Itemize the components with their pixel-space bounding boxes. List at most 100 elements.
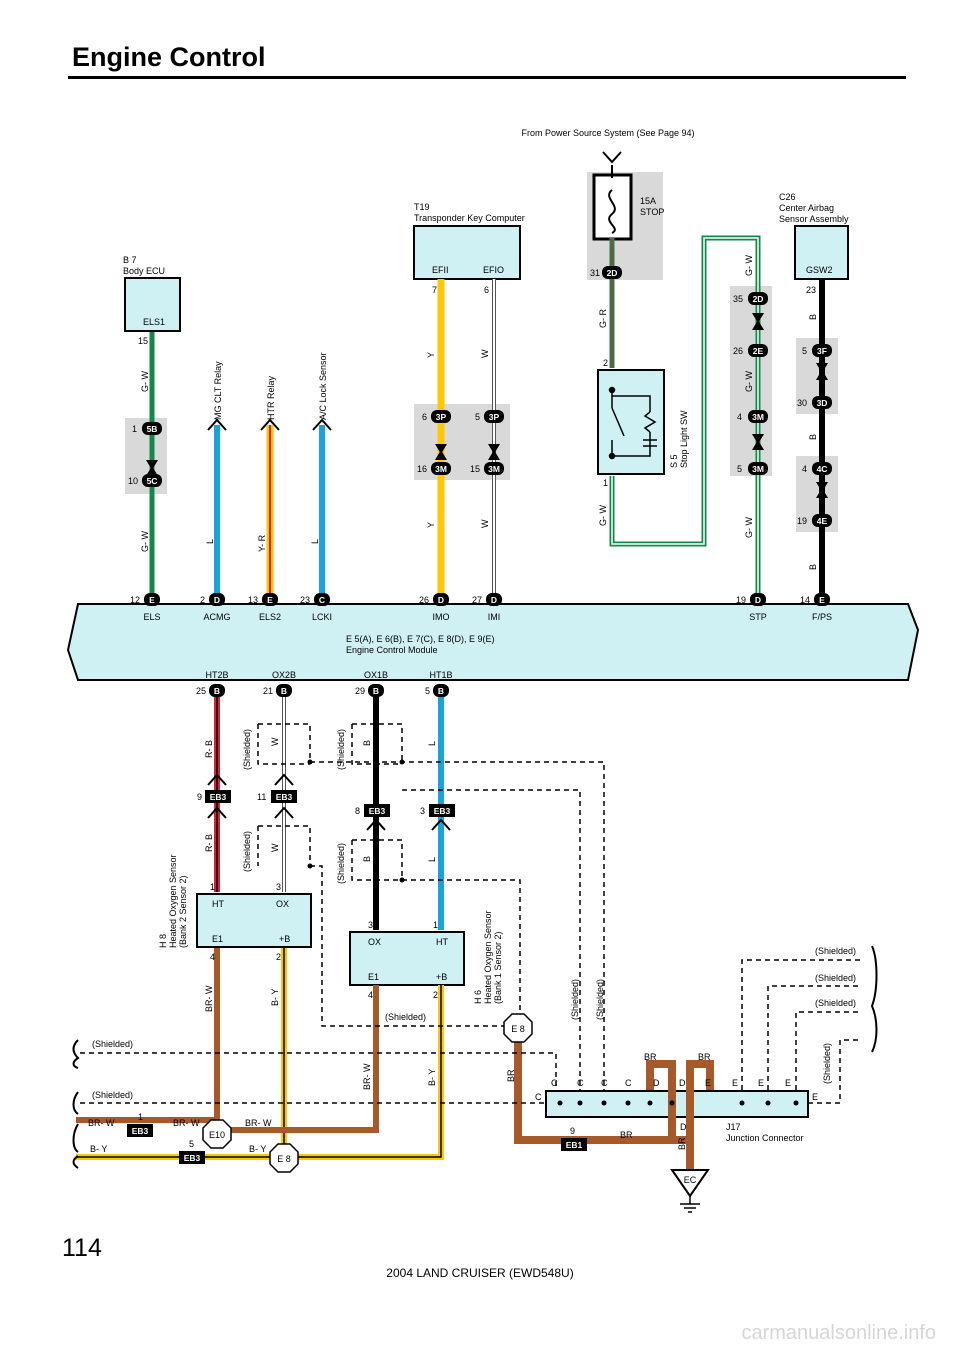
- svg-text:9: 9: [570, 1126, 575, 1136]
- svg-text:3F: 3F: [817, 346, 827, 356]
- wire-brw-2: BR- W: [362, 1063, 372, 1090]
- h8-name2: (Bank 2 Sensor 2): [178, 875, 188, 948]
- j17-letter-9: E: [758, 1078, 764, 1088]
- shielded-11: (Shielded): [815, 973, 856, 983]
- svg-text:5: 5: [475, 412, 480, 422]
- svg-text:HT2B: HT2B: [205, 670, 228, 680]
- ecm-terminal-ox2b: OX2B B 21: [263, 670, 296, 697]
- svg-text:35: 35: [733, 294, 743, 304]
- source-note: From Power Source System (See Page 94): [521, 128, 694, 138]
- h6-box: [349, 931, 465, 986]
- shielded-7: (Shielded): [595, 979, 605, 1020]
- page-number: 114: [62, 1234, 102, 1262]
- svg-text:OX1B: OX1B: [364, 670, 388, 680]
- svg-text:26: 26: [733, 346, 743, 356]
- body-ecu-code: B 7: [123, 255, 137, 265]
- svg-text:EB1: EB1: [566, 1140, 583, 1150]
- wire-l-3: L: [427, 741, 437, 746]
- svg-text:27: 27: [472, 595, 482, 605]
- wire-y-2: Y: [426, 522, 436, 528]
- svg-text:E: E: [819, 595, 825, 605]
- svg-text:ELS: ELS: [143, 612, 160, 622]
- connector-3m-c: 3M 4: [737, 410, 768, 423]
- body-ecu-box: [124, 277, 181, 332]
- wire-rb-2: R- B: [204, 834, 214, 852]
- svg-text:E: E: [267, 595, 273, 605]
- connector-chevrons: [146, 313, 828, 498]
- h8-pin-ht: 1: [210, 882, 215, 892]
- svg-text:23: 23: [300, 595, 310, 605]
- stop-sw-pin-in: 2: [603, 358, 608, 368]
- connector-3p-a: 3P 6: [422, 410, 451, 423]
- ecm-terminal-ox1b: OX1B B 29: [355, 670, 388, 697]
- h6-ht: HT: [436, 937, 448, 947]
- page-title: Engine Control: [72, 42, 266, 72]
- wire-w-4: W: [270, 843, 280, 852]
- svg-text:3P: 3P: [436, 412, 447, 422]
- connector-e8-bottom: E 8: [277, 1154, 291, 1164]
- wire-b-3: B: [808, 564, 818, 570]
- h6-name1: Heated Oxygen Sensor: [483, 910, 493, 1004]
- svg-text:3P: 3P: [489, 412, 500, 422]
- transponder-p2: 6: [484, 285, 489, 295]
- fuse-rating: 15A: [640, 196, 656, 206]
- ecm-terminal-els: E 12 ELS: [130, 593, 161, 622]
- j17-letter-10: E: [785, 1078, 791, 1088]
- wire-rb-1: R- B: [204, 740, 214, 758]
- j17-letter-2: C: [577, 1078, 584, 1088]
- wire-gw-4: G- W: [744, 255, 754, 276]
- svg-text:F/PS: F/PS: [812, 612, 832, 622]
- svg-text:26: 26: [419, 595, 429, 605]
- ecm-terminal-imi: D 27 IMI: [472, 593, 502, 622]
- wire-l-2: L: [310, 539, 320, 544]
- svg-text:13: 13: [248, 595, 258, 605]
- wire-b-2: B: [808, 434, 818, 440]
- j17-right-e: E: [812, 1092, 818, 1102]
- svg-text:30: 30: [797, 398, 807, 408]
- stop-sw-code: S 5: [669, 454, 679, 468]
- svg-text:EB3: EB3: [184, 1153, 201, 1163]
- transponder-name: Transponder Key Computer: [414, 213, 525, 223]
- wires: [76, 165, 825, 1170]
- svg-text:25: 25: [196, 686, 206, 696]
- switch-symbol: [608, 386, 657, 460]
- svg-text:B: B: [214, 686, 220, 696]
- h8-e1: E1: [212, 934, 223, 944]
- svg-text:EB3: EB3: [276, 792, 293, 802]
- wire-by-1: B- Y: [270, 989, 280, 1006]
- wire-br-2: BR: [644, 1052, 657, 1062]
- svg-text:15: 15: [470, 464, 480, 474]
- svg-text:2E: 2E: [753, 346, 764, 356]
- svg-text:4: 4: [737, 412, 742, 422]
- ground-symbol: [670, 1169, 710, 1213]
- wire-l-1: L: [205, 539, 215, 544]
- connector-4e: 4E 19: [797, 514, 832, 527]
- shielded-9: (Shielded): [92, 1090, 133, 1100]
- svg-text:5C: 5C: [147, 476, 158, 486]
- arrow-heads: [207, 151, 622, 831]
- svg-text:16: 16: [417, 464, 427, 474]
- shielded-4: (Shielded): [336, 843, 346, 884]
- h6-b: +B: [436, 972, 447, 982]
- airbag-code: C26: [779, 192, 796, 202]
- svg-text:2D: 2D: [607, 268, 618, 278]
- svg-text:3M: 3M: [435, 464, 447, 474]
- h8-b: +B: [279, 934, 290, 944]
- svg-text:3M: 3M: [752, 464, 764, 474]
- watermark: carmanualsonline.info: [741, 1322, 936, 1344]
- svg-text:LCKI: LCKI: [312, 612, 332, 622]
- j17-letter-1: C: [551, 1078, 558, 1088]
- wire-by-3: B- Y: [90, 1144, 107, 1154]
- ac-lock-label: A/C Lock Sensor: [318, 352, 328, 420]
- connector-eb3-9: EB3 9: [197, 790, 231, 803]
- svg-text:B: B: [373, 686, 379, 696]
- svg-text:5: 5: [425, 686, 430, 696]
- svg-text:3D: 3D: [817, 398, 828, 408]
- svg-text:5B: 5B: [147, 424, 158, 434]
- h8-ox: OX: [276, 899, 289, 909]
- mg-clt-relay-label: MG CLT Relay: [213, 361, 223, 420]
- wire-brw-4: BR- W: [173, 1118, 200, 1128]
- svg-text:3: 3: [420, 806, 425, 816]
- connector-eb3-1: EB3 1: [127, 1112, 153, 1137]
- svg-text:EB3: EB3: [132, 1126, 149, 1136]
